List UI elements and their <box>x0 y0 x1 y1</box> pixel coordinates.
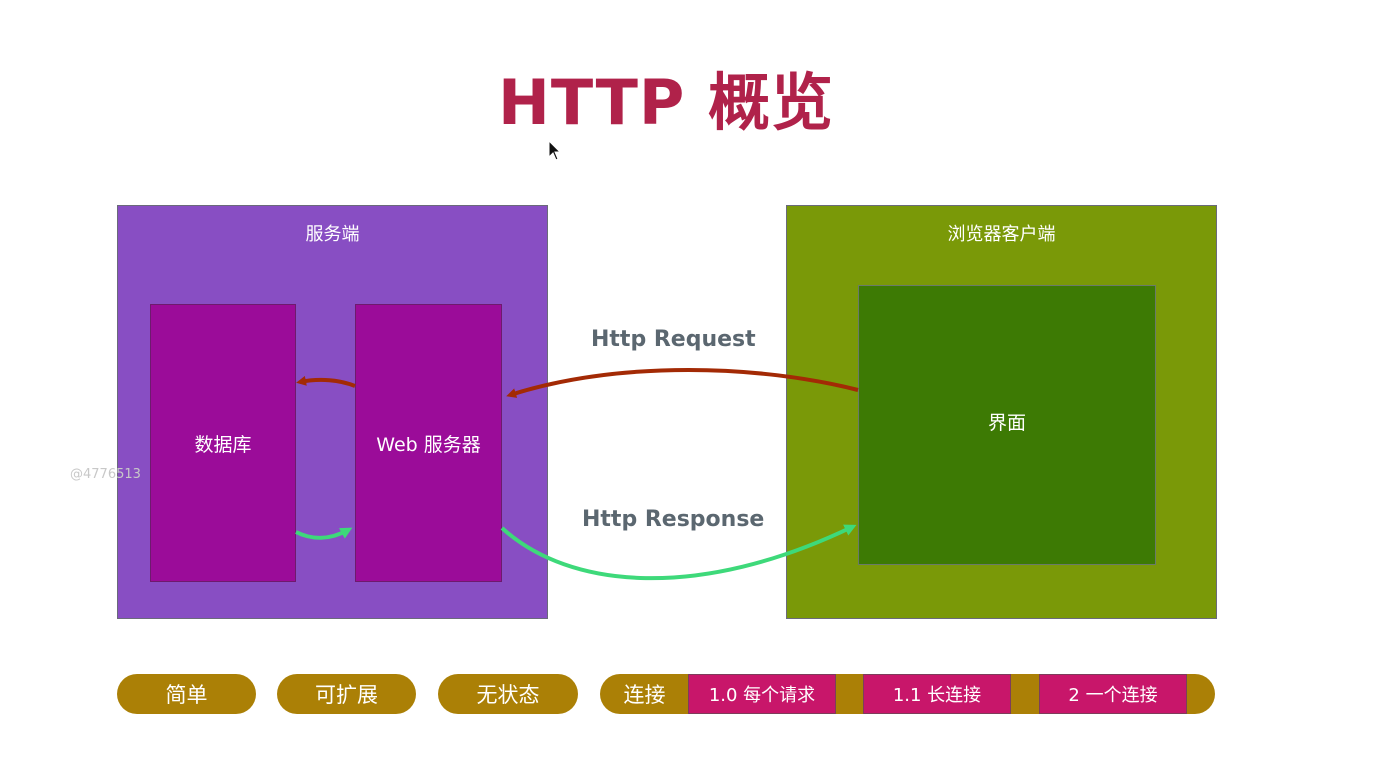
response-label: Http Response <box>582 507 765 532</box>
version-1-0-box: 1.0 每个请求 <box>688 674 836 714</box>
web-server-box: Web 服务器 <box>355 304 502 582</box>
request-label: Http Request <box>591 327 756 352</box>
database-box: 数据库 <box>150 304 296 582</box>
feature-pill-simple: 简单 <box>117 674 256 714</box>
watermark: @4776513 <box>70 467 141 482</box>
ui-label: 界面 <box>987 411 1026 434</box>
database-label: 数据库 <box>194 433 252 456</box>
version-2-box: 2 一个连接 <box>1039 674 1187 714</box>
connection-label: 连接 <box>623 683 666 707</box>
ui-box: 界面 <box>858 285 1156 565</box>
version-1-1-box: 1.1 长连接 <box>863 674 1011 714</box>
client-panel-title: 浏览器客户端 <box>947 224 1056 245</box>
server-panel-title: 服务端 <box>305 224 360 245</box>
mouse-cursor-icon <box>548 140 562 161</box>
page-title: HTTP 概览 <box>498 66 834 139</box>
web-server-label: Web 服务器 <box>376 433 481 456</box>
feature-pill-extensible: 可扩展 <box>277 674 416 714</box>
feature-pill-stateless: 无状态 <box>438 674 578 714</box>
